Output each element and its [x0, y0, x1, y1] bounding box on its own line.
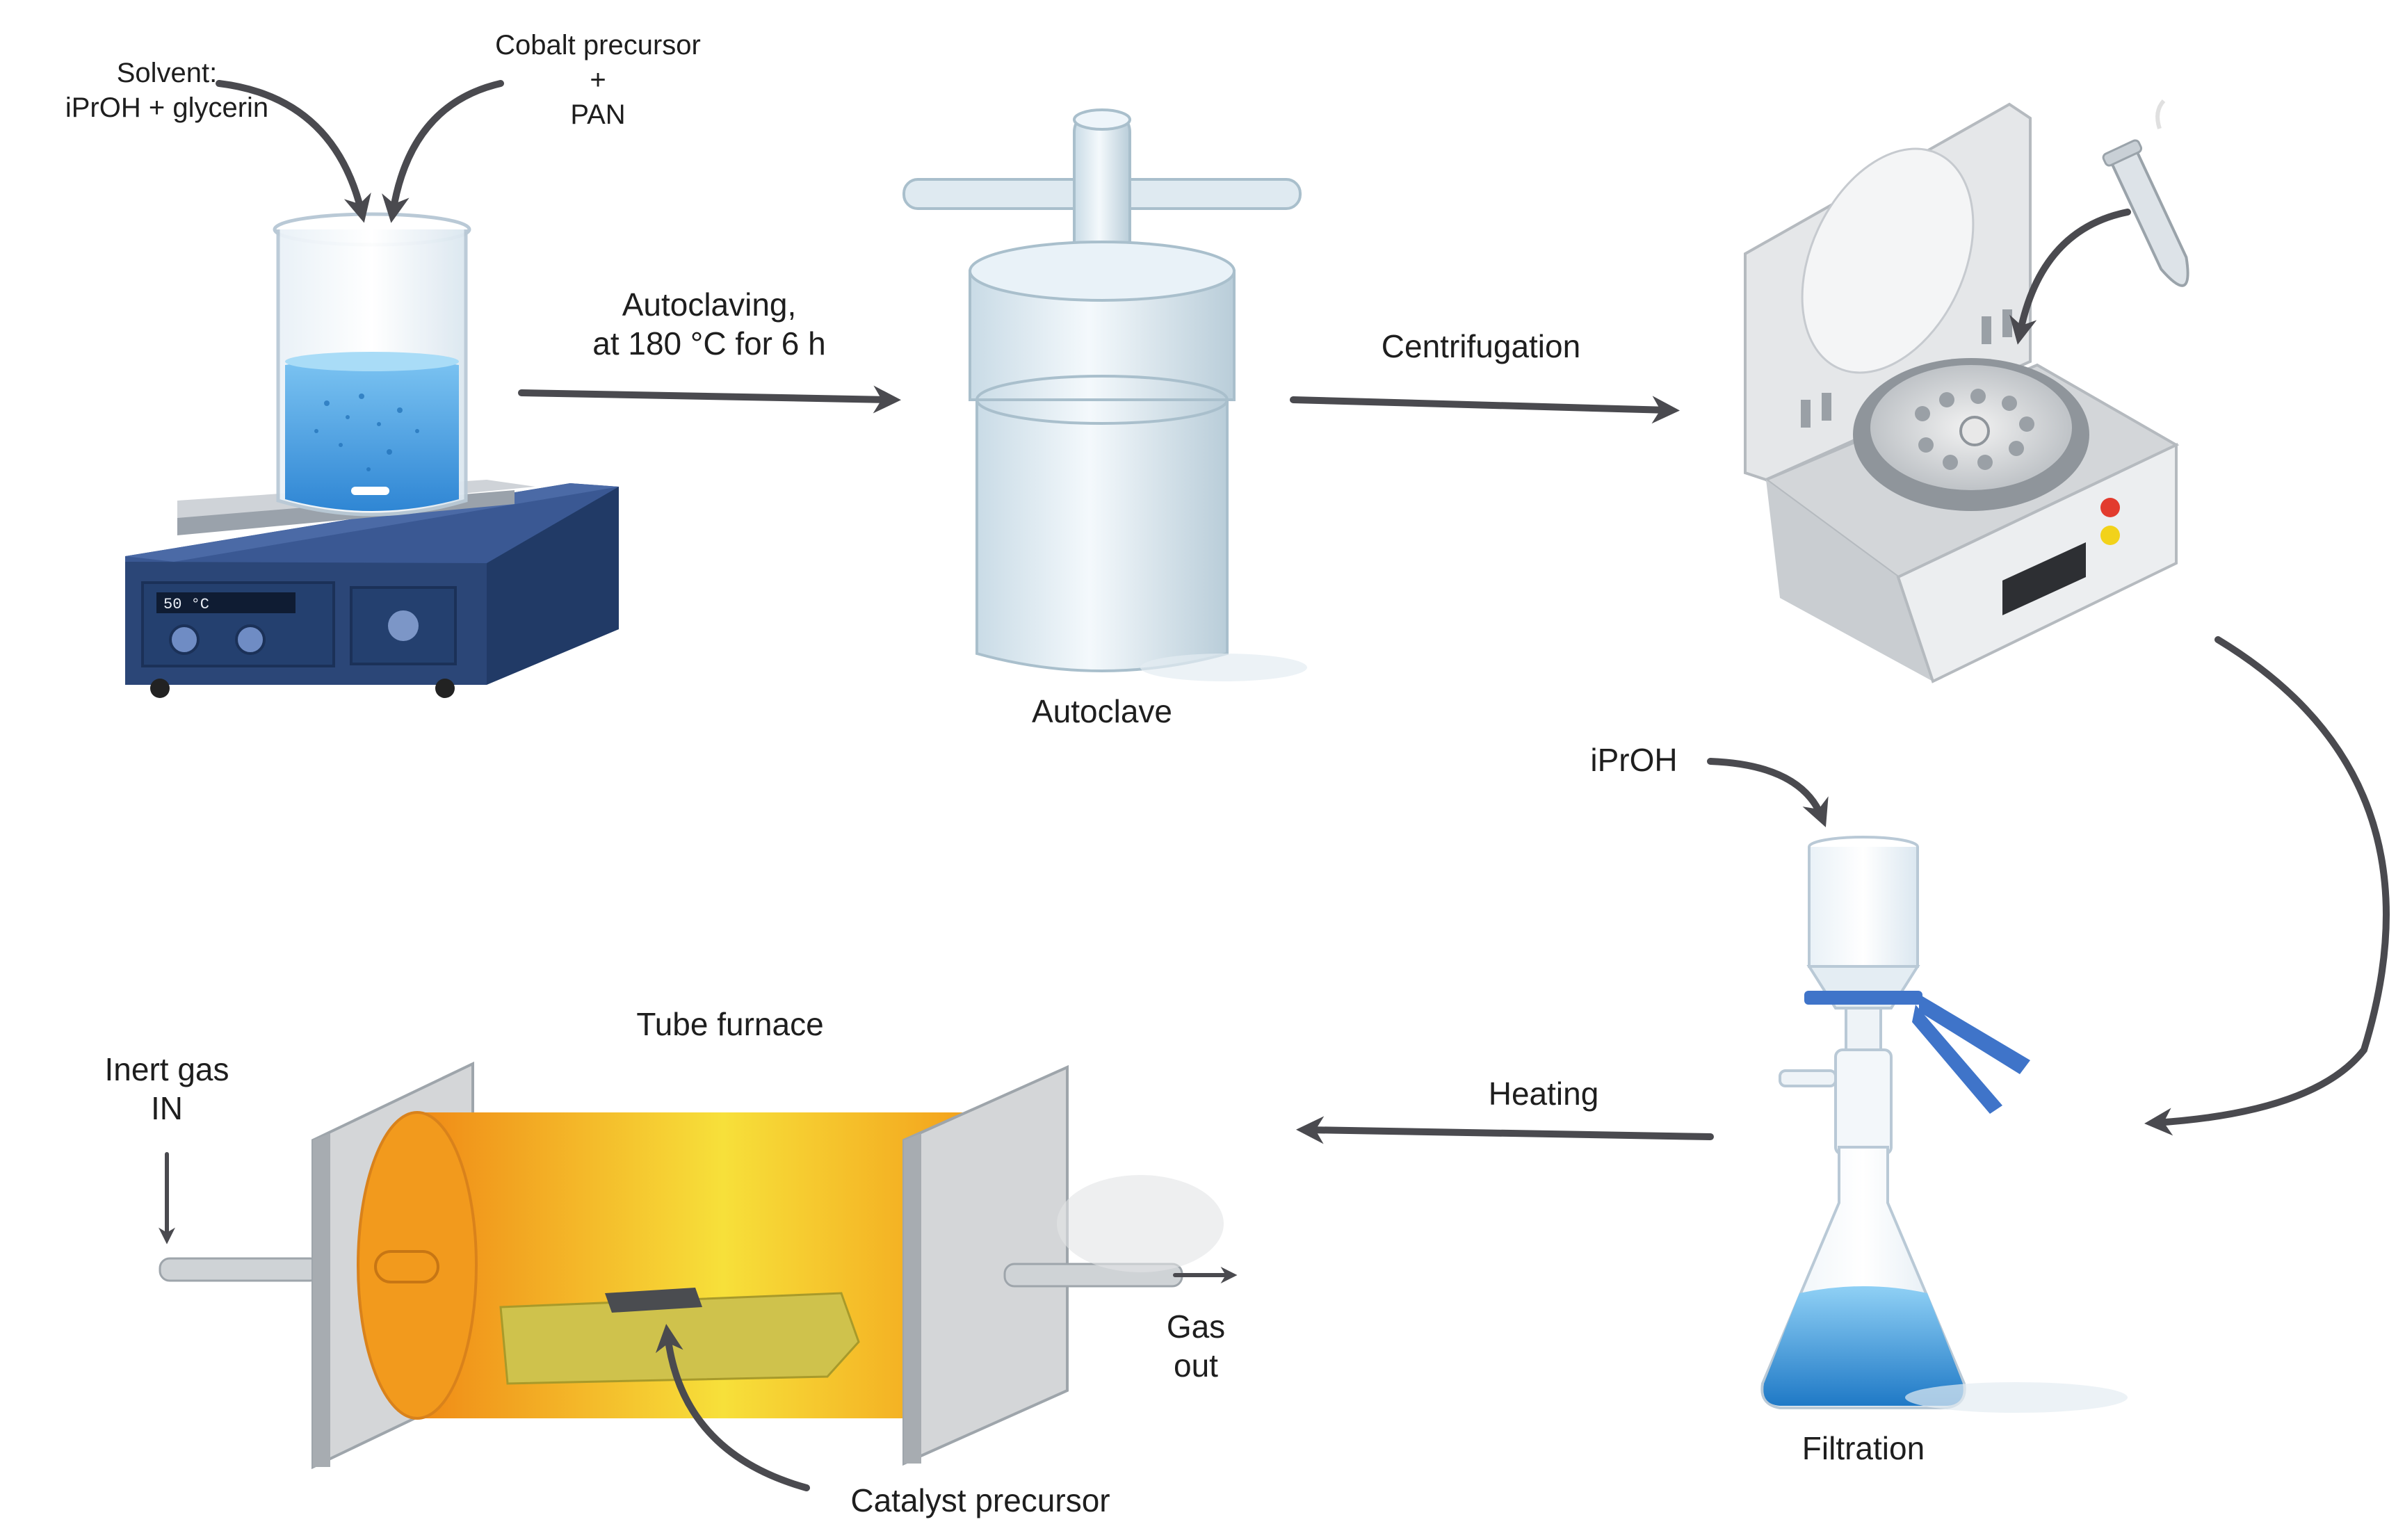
catalyst-precursor-label: Catalyst precursor	[850, 1482, 1110, 1518]
autoclave-icon	[902, 108, 1307, 681]
solvent-label: Solvent: iPrOH + glycerin	[65, 58, 269, 123]
beaker-icon	[273, 212, 471, 517]
hotplate-icon: 50 °C	[125, 480, 619, 698]
iproh-label: iPrOH	[1590, 742, 1678, 778]
iproh-arrow	[1707, 758, 1829, 827]
cobalt-arrow	[382, 80, 504, 223]
cobalt-precursor-label: Cobalt precursor + PAN	[495, 30, 701, 130]
centrifuge-icon	[1744, 102, 2180, 683]
autoclaving-arrow	[518, 385, 901, 414]
filtration-arrow	[2144, 636, 2390, 1136]
erlenmeyer-flask-icon	[1760, 1146, 2128, 1413]
tube-furnace-icon	[159, 1061, 1224, 1470]
hotplate-display: 50 °C	[163, 596, 209, 613]
heating-label: Heating	[1488, 1076, 1599, 1112]
test-tube-icon	[2102, 99, 2189, 287]
centrifugation-label: Centrifugation	[1381, 328, 1581, 364]
filter-funnel-icon	[1779, 836, 2030, 1156]
solvent-arrow	[216, 80, 371, 223]
tube-load-arrow	[2009, 209, 2131, 345]
filtration-label: Filtration	[1801, 1430, 1925, 1466]
autoclaving-label: Autoclaving, at 180 °C for 6 h	[592, 286, 826, 362]
gas-out-label: Gas out	[1166, 1308, 1226, 1384]
tube-furnace-label: Tube furnace	[636, 1006, 824, 1042]
centrifugation-arrow	[1290, 396, 1680, 424]
catalyst-arrow	[655, 1324, 810, 1491]
inert-gas-label: Inert gas IN	[104, 1051, 229, 1126]
process-arrows	[159, 80, 2390, 1491]
autoclave-label: Autoclave	[1031, 693, 1172, 729]
heating-arrow	[1296, 1116, 1714, 1144]
